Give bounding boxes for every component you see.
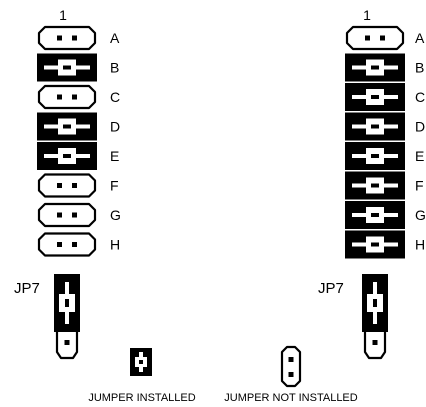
header-pin [57, 94, 62, 100]
jumper-row-g: G [37, 202, 121, 228]
row-letter-b: B [415, 60, 424, 76]
row-letter-c: C [415, 89, 425, 105]
jp7-pin [372, 340, 378, 345]
row-letter-a: A [110, 30, 120, 46]
row-letter-d: D [415, 119, 425, 135]
jumper-cap-slot [63, 154, 71, 158]
jumper-row-f: F [37, 173, 119, 198]
header-pin [72, 212, 77, 218]
row-letter-a: A [415, 30, 425, 46]
header-pin [72, 242, 77, 247]
jumper-row-f: F [345, 171, 424, 200]
legend-cap-slot [139, 360, 143, 364]
open-header-outline [37, 173, 97, 198]
header-pin [72, 35, 77, 41]
legend-installed-label: JUMPER INSTALLED [88, 392, 195, 404]
jumper-cap-slot [371, 242, 379, 247]
left-jp7-label: JP7 [14, 280, 40, 297]
legend-pin [288, 357, 294, 362]
open-header-outline [37, 232, 97, 257]
jp7-cap-slot [373, 299, 377, 307]
right-pin1-label: 1 [363, 7, 371, 23]
header-pin [380, 35, 385, 41]
jumper-cap-slot [371, 183, 379, 188]
row-letter-d: D [110, 119, 120, 135]
jumper-row-d: D [37, 112, 120, 141]
jumper-cap-slot [371, 213, 379, 217]
right-jp7-connector [362, 274, 388, 360]
right-jp7-label: JP7 [318, 280, 344, 297]
legend-installed-symbol [130, 348, 152, 376]
jp7-pin [64, 340, 70, 345]
jumper-row-c: C [345, 83, 425, 111]
jumper-row-b: B [345, 53, 424, 82]
open-header-outline [37, 84, 97, 110]
legend-not-installed-label: JUMPER NOT INSTALLED [224, 392, 358, 404]
jumper-cap-slot [371, 154, 379, 158]
row-letter-g: G [415, 207, 426, 223]
jumper-row-b: B [37, 53, 119, 82]
jumper-row-a: A [345, 25, 425, 51]
row-letter-e: E [415, 148, 424, 164]
row-letter-f: F [110, 178, 119, 194]
row-letter-h: H [110, 237, 120, 253]
row-letter-g: G [110, 207, 121, 223]
open-header-outline [37, 25, 97, 51]
header-pin [57, 35, 62, 41]
row-letter-h: H [415, 237, 425, 253]
row-letter-f: F [415, 178, 424, 194]
jumper-row-d: D [345, 112, 425, 141]
left-jp7-connector [54, 274, 80, 360]
jumper-row-c: C [37, 84, 120, 110]
header-pin [72, 94, 77, 100]
jumper-row-g: G [345, 201, 426, 229]
header-pin [365, 35, 370, 41]
row-letter-b: B [110, 60, 119, 76]
row-letter-c: C [110, 89, 120, 105]
jp7-cap-slot [65, 299, 69, 307]
jumper-row-e: E [345, 142, 424, 170]
legend-pin [288, 372, 294, 377]
jumper-row-h: H [345, 230, 425, 259]
jumper-cap-slot [371, 124, 379, 129]
header-pin [57, 242, 62, 247]
row-letter-e: E [110, 148, 119, 164]
header-pin [57, 212, 62, 218]
jumper-row-h: H [37, 232, 120, 257]
jumper-row-a: A [37, 25, 120, 51]
open-header-outline [345, 25, 405, 51]
jumper-cap-slot [371, 65, 379, 70]
header-pin [72, 183, 77, 188]
left-pin1-label: 1 [59, 7, 67, 23]
jumper-cap-slot [63, 124, 71, 129]
jumper-cap-slot [371, 95, 379, 99]
jumper-row-e: E [37, 142, 119, 170]
jumper-cap-slot [63, 65, 71, 70]
header-pin [57, 183, 62, 188]
legend-open-outline [280, 345, 302, 388]
legend-not-installed-symbol [280, 345, 302, 388]
open-header-outline [37, 202, 97, 228]
